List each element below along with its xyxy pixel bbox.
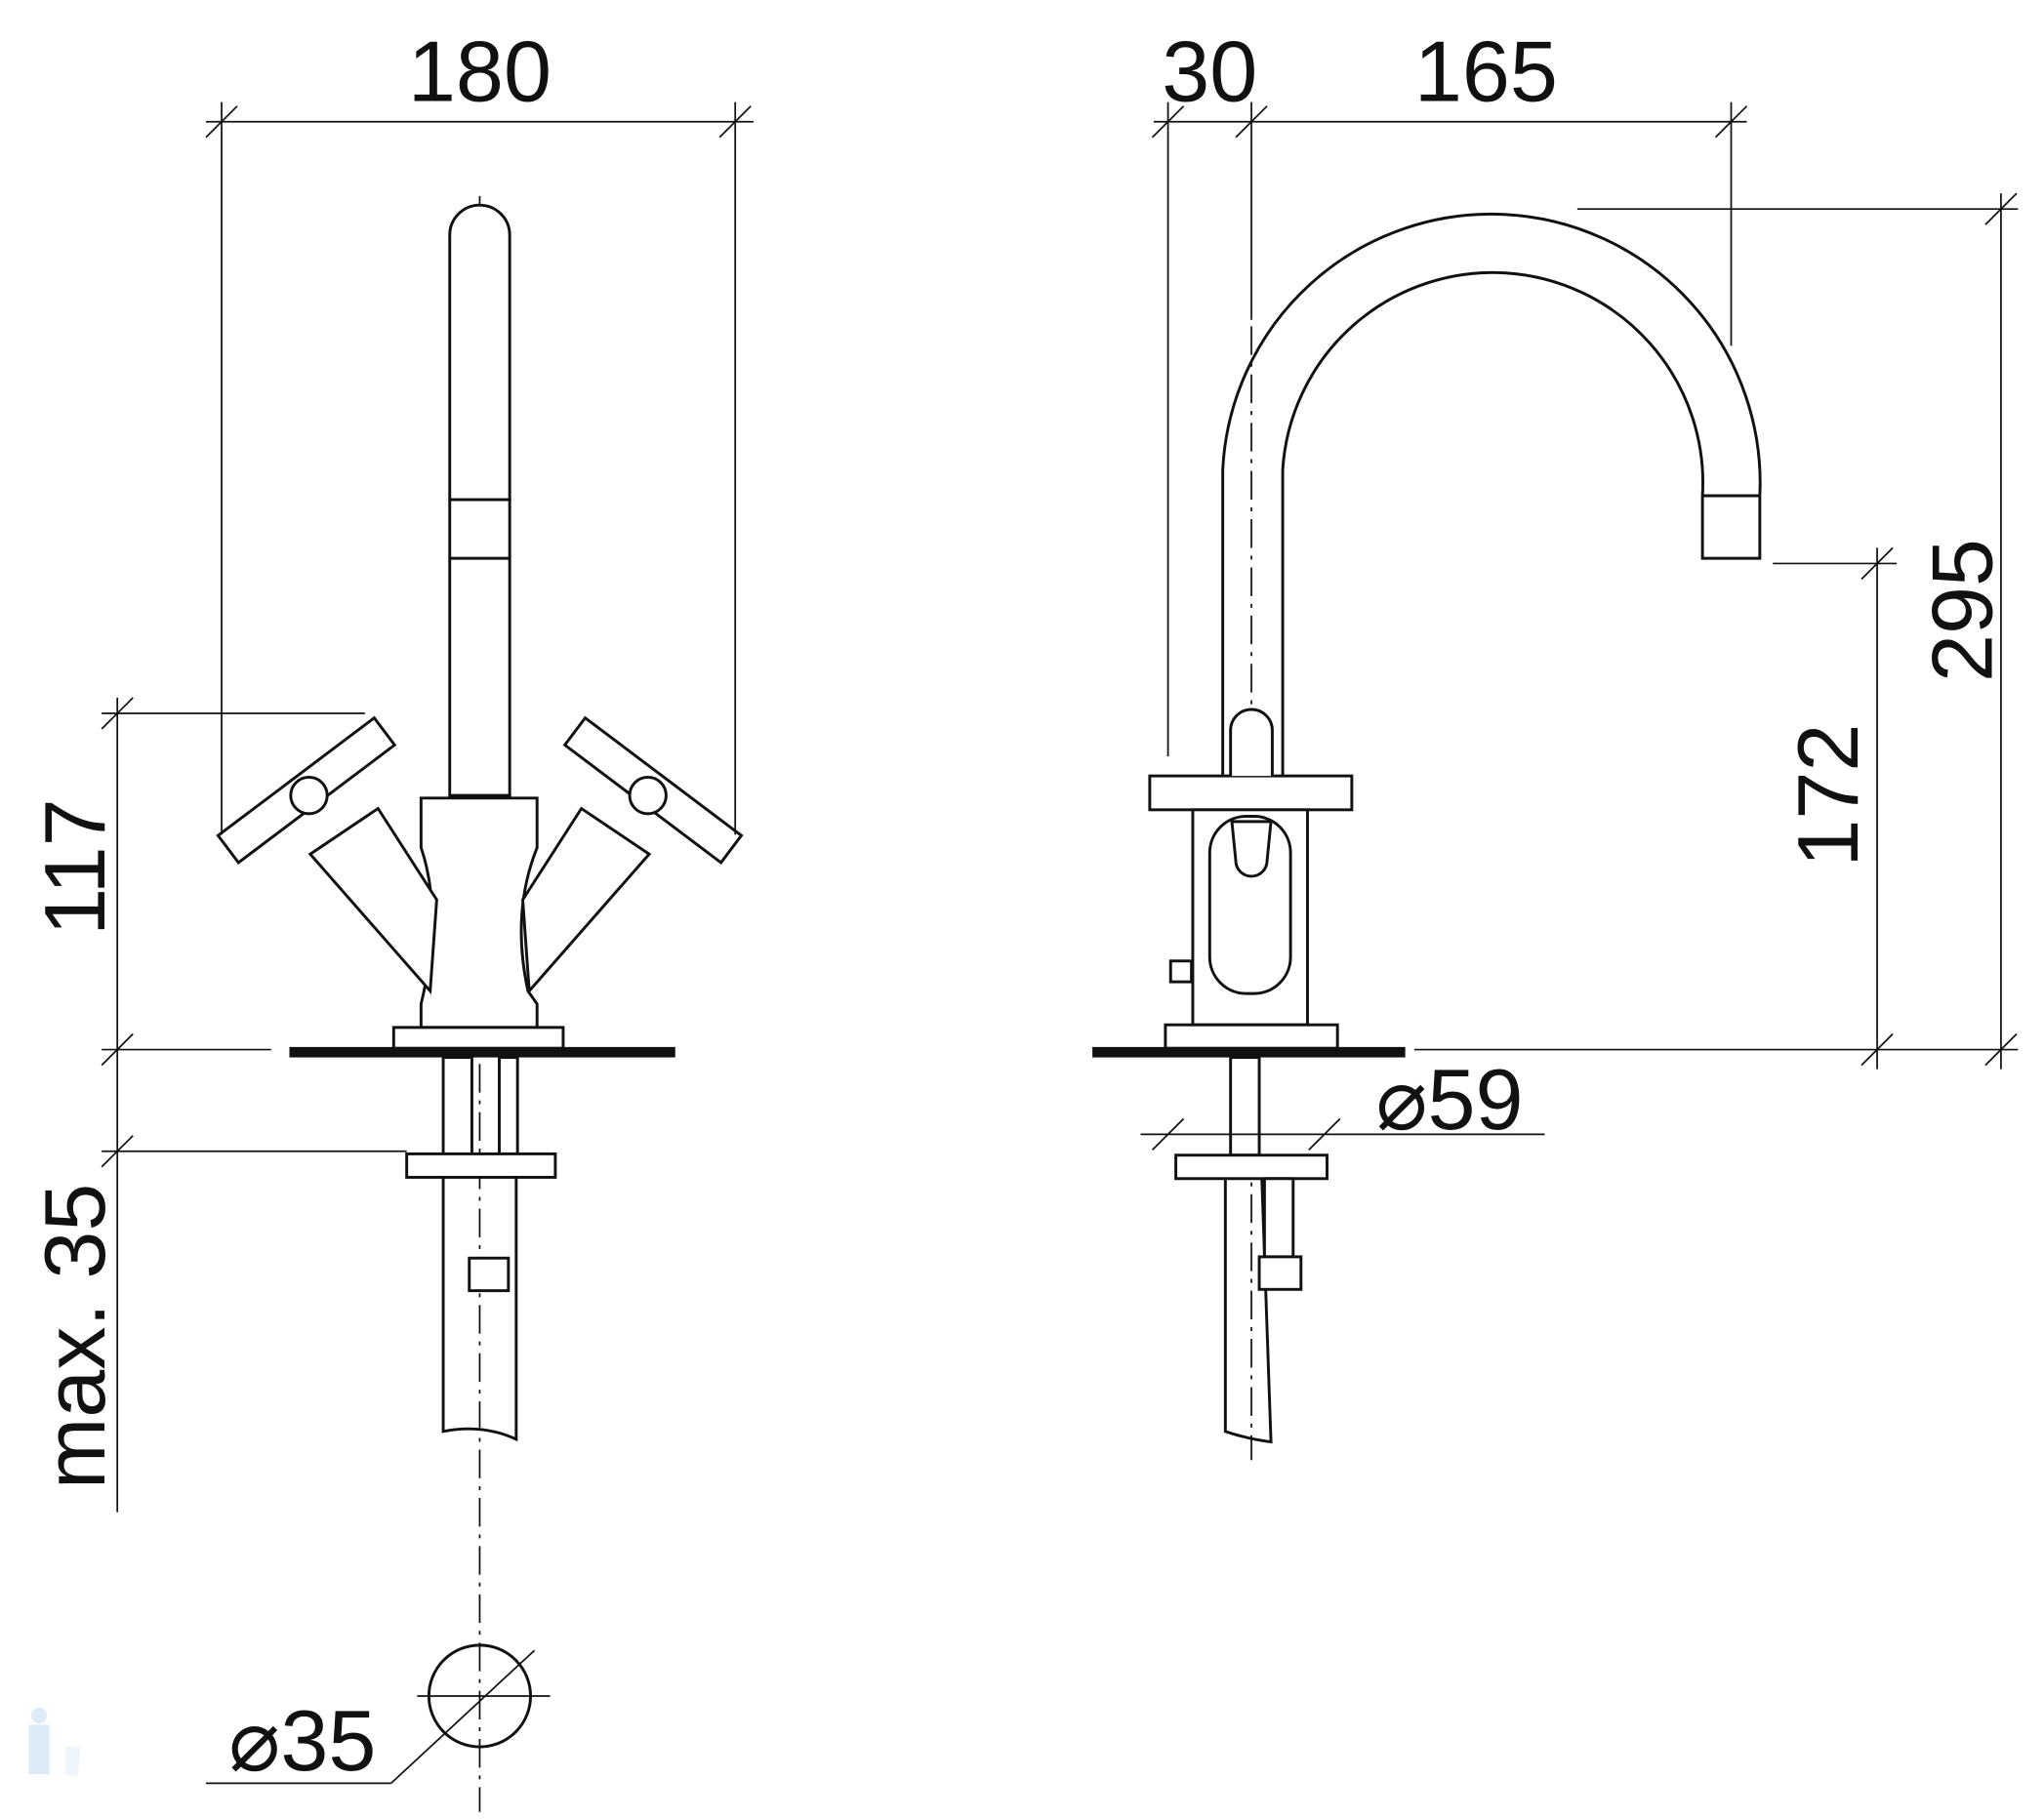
dimension-117: 117 <box>26 798 123 936</box>
dimension-172: 172 <box>1779 724 1876 868</box>
plumber-watermark-logo <box>28 1707 81 1776</box>
dimension-diameter-35: ⌀35 <box>228 1692 376 1789</box>
front-view <box>101 101 754 1812</box>
dimension-165: 165 <box>1414 22 1558 119</box>
dimension-30: 30 <box>1162 22 1257 119</box>
side-view <box>1092 101 2019 1461</box>
dimension-295: 295 <box>1914 539 2011 682</box>
dimension-diameter-59: ⌀59 <box>1375 1051 1523 1148</box>
dimension-180: 180 <box>408 22 552 119</box>
dimension-max-35: max. 35 <box>26 1184 123 1489</box>
